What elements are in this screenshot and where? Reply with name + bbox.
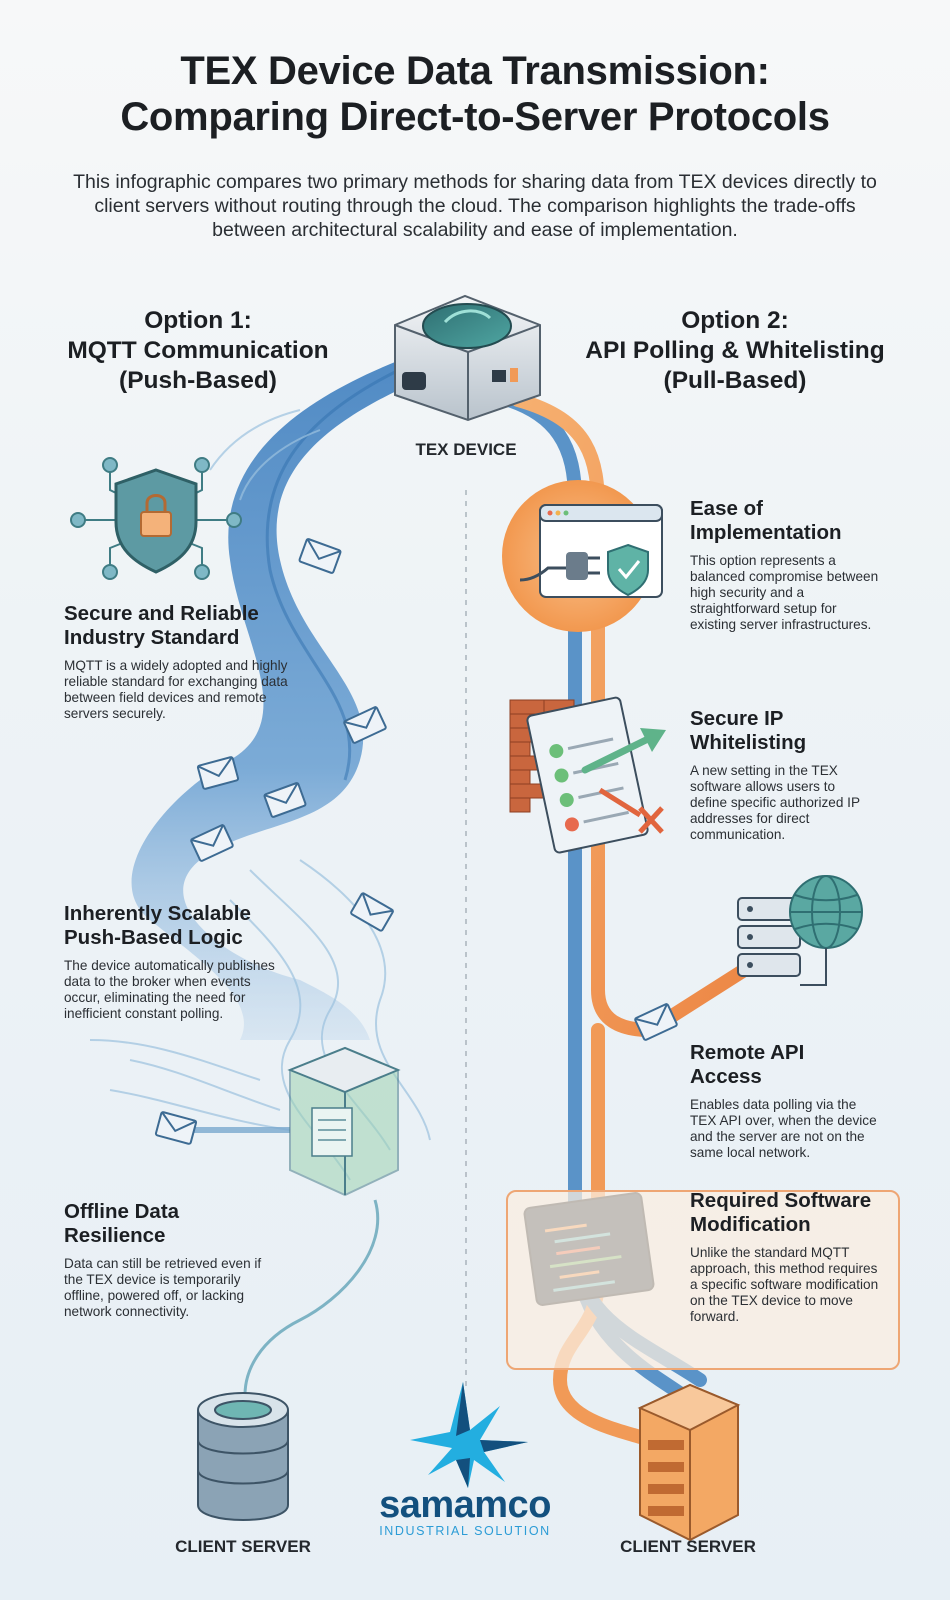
section-title-line1: Ease of bbox=[690, 497, 763, 520]
option2-heading: Option 2: API Polling & Whitelisting (Pu… bbox=[585, 306, 885, 396]
option2-line2: API Polling & Whitelisting bbox=[585, 337, 885, 364]
plug-shield-icon bbox=[519, 504, 663, 598]
option2-line1: Option 2: bbox=[681, 307, 789, 334]
section-body: MQTT is a widely adopted and highly reli… bbox=[64, 658, 288, 721]
section-title-line2: Whitelisting bbox=[690, 731, 807, 754]
section-title-line1: Offline Data bbox=[64, 1200, 180, 1223]
section-body: Unlike the standard MQTT approach, this … bbox=[690, 1245, 879, 1324]
title-line-2: Comparing Direct-to-Server Protocols bbox=[120, 95, 830, 139]
section-title-line2: Resilience bbox=[64, 1224, 166, 1247]
device-label: TEX DEVICE bbox=[415, 440, 517, 459]
client-server-right-label: CLIENT SERVER bbox=[620, 1537, 756, 1556]
section-title: Remote API Access bbox=[690, 1041, 805, 1088]
client-server-right-icon bbox=[637, 1383, 741, 1542]
section-body: This option represents a balanced compro… bbox=[690, 553, 879, 632]
option1-line1: Option 1: bbox=[144, 307, 252, 334]
page-title: TEX Device Data Transmission: Comparing … bbox=[0, 48, 950, 140]
security-shield-icon bbox=[70, 457, 242, 580]
samamco-logo-icon bbox=[410, 1382, 528, 1488]
section-body: Enables data polling via the TEX API ove… bbox=[690, 1097, 877, 1160]
option1-line3: (Push-Based) bbox=[119, 367, 277, 394]
section-body: A new setting in the TEX software allows… bbox=[690, 763, 860, 842]
section-title-line1: Secure and Reliable bbox=[64, 602, 259, 625]
section-body: Data can still be retrieved even if the … bbox=[64, 1256, 262, 1319]
client-server-left-icon bbox=[197, 1392, 289, 1521]
section-title-line1: Inherently Scalable bbox=[64, 902, 251, 925]
section-title-line2: Implementation bbox=[690, 521, 842, 544]
section-title-line1: Required Software bbox=[690, 1189, 872, 1212]
section-title-line2: Modification bbox=[690, 1213, 811, 1236]
intro-text: This infographic compares two primary me… bbox=[73, 171, 877, 241]
client-server-left-label: CLIENT SERVER bbox=[175, 1537, 311, 1556]
right-section-remote-api: Remote API Access Enables data polling v… bbox=[690, 1041, 880, 1161]
tex-device-icon bbox=[394, 294, 541, 422]
section-body: The device automatically publishes data … bbox=[64, 958, 275, 1021]
mqtt-data-stream bbox=[131, 360, 420, 1040]
software-modification-callout bbox=[506, 1190, 900, 1370]
section-title-line1: Secure IP bbox=[690, 707, 784, 730]
title-line-1: TEX Device Data Transmission: bbox=[180, 49, 770, 93]
section-title-line2: Push-Based Logic bbox=[64, 926, 243, 949]
option1-line2: MQTT Communication bbox=[67, 337, 329, 364]
server-globe-icon bbox=[737, 875, 863, 986]
logo-wordmark: samamco bbox=[379, 1484, 551, 1526]
option1-heading: Option 1: MQTT Communication (Push-Based… bbox=[48, 306, 348, 396]
section-title-line2: Industry Standard bbox=[64, 626, 240, 649]
option2-line3: (Pull-Based) bbox=[663, 367, 807, 394]
whitelist-checklist-icon bbox=[509, 696, 666, 854]
logo-tagline: INDUSTRIAL SOLUTION bbox=[379, 1524, 551, 1538]
envelope-icons bbox=[154, 538, 678, 1145]
mqtt-broker-icon bbox=[287, 1046, 401, 1197]
